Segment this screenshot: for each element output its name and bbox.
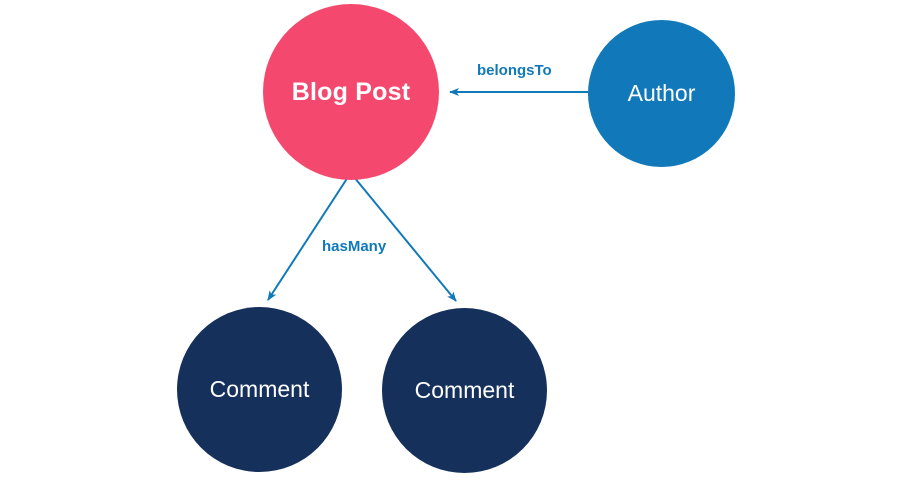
node-comment-1-label: Comment xyxy=(209,376,310,402)
node-author[interactable]: Author xyxy=(588,20,735,167)
node-author-label: Author xyxy=(627,80,696,106)
edge-has-many-right-line xyxy=(353,176,457,302)
edge-label-belongs-to: belongsTo xyxy=(477,62,552,79)
edge-label-has-many: hasMany xyxy=(322,238,387,255)
node-blog-post[interactable]: Blog Post xyxy=(263,4,439,180)
node-comment-2-label: Comment xyxy=(414,377,515,403)
node-blog-post-label: Blog Post xyxy=(291,77,411,106)
edge-has-many-left-line xyxy=(267,176,349,301)
node-comment-1[interactable]: Comment xyxy=(177,307,342,472)
node-comment-2[interactable]: Comment xyxy=(382,308,547,473)
